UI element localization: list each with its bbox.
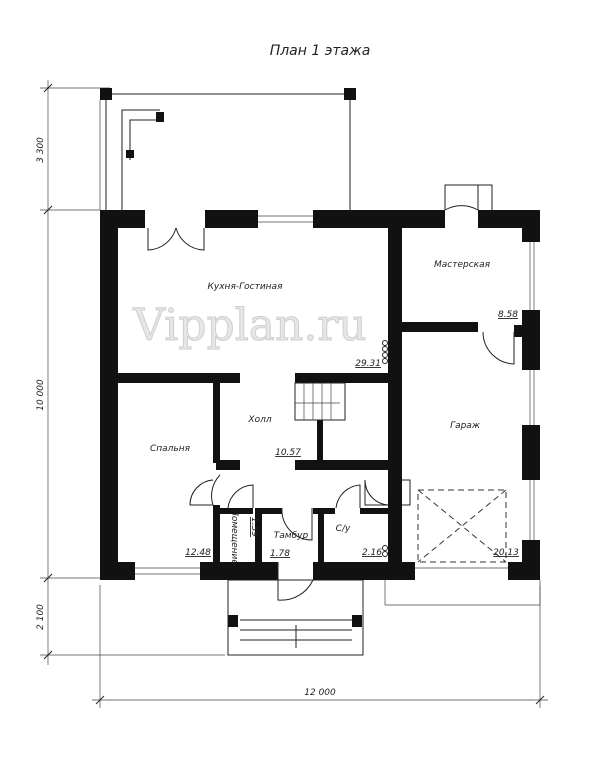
room-area-kitchen-living: 29.31	[355, 359, 381, 369]
staircase	[294, 382, 346, 421]
room-label-storage: Помещение	[229, 509, 239, 565]
watermark: Vipplan.ru	[132, 300, 366, 351]
dim-porch-depth: 3 300	[36, 137, 46, 163]
doors	[147, 184, 515, 601]
dim-house-width: 12 000	[304, 688, 336, 698]
room-area-bedroom: 12.48	[185, 548, 211, 558]
room-area-workshop: 8.58	[498, 310, 518, 320]
room-area-vestibule: 1.78	[270, 549, 290, 559]
room-area-hall: 10.57	[275, 448, 301, 458]
room-area-storage: 1.39	[249, 517, 259, 537]
terrace	[99, 88, 356, 210]
room-label-kitchen-living: Кухня-Гостиная	[208, 282, 284, 292]
interior-walls	[118, 228, 522, 562]
room-label-hall: Холл	[247, 415, 271, 425]
room-label-garage: Гараж	[450, 421, 481, 431]
dimension-lines	[40, 80, 548, 708]
plan-title: План 1 этажа	[270, 43, 371, 59]
room-area-garage: 20.13	[493, 548, 519, 558]
dim-house-depth: 10 000	[36, 379, 46, 411]
room-label-vestibule: Тамбур	[274, 531, 309, 541]
vent-shafts	[382, 340, 388, 557]
room-label-bathroom: С/у	[336, 524, 351, 534]
room-label-workshop: Мастерская	[434, 260, 491, 270]
entrance-porch	[227, 579, 541, 656]
room-label-bedroom: Спальня	[150, 444, 191, 454]
dim-entrance-depth: 2 100	[36, 604, 46, 630]
room-area-bathroom: 2.16	[362, 548, 382, 558]
garage-car-outline	[417, 489, 507, 563]
outer-walls	[100, 210, 540, 580]
